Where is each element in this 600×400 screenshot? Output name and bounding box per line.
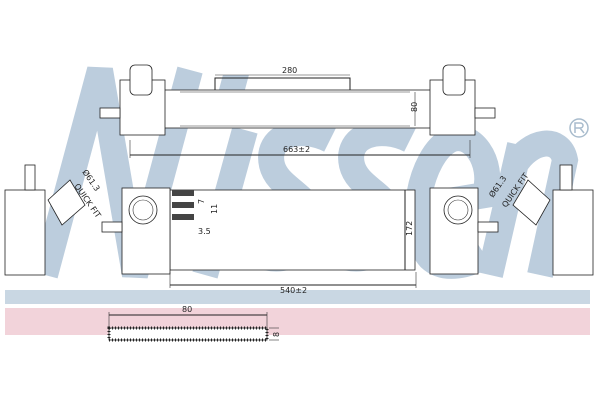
- dim-tube-a: 7: [197, 199, 206, 204]
- right-side-view: [512, 164, 594, 276]
- core-section: [107, 312, 279, 342]
- dim-tube-b: 11: [210, 204, 219, 214]
- dim-core-height: 172: [405, 221, 414, 236]
- dim-fin-pitch: 3.5: [198, 227, 211, 236]
- dim-core-length: 540±2: [280, 286, 307, 295]
- dim-section-width: 80: [182, 305, 192, 314]
- blue-band: [5, 290, 590, 304]
- top-view: [99, 64, 496, 158]
- dim-section-thickness: 8: [272, 332, 281, 337]
- left-side-view: [4, 164, 86, 276]
- registered-mark: [569, 118, 589, 138]
- dim-top-width: 280: [282, 66, 297, 75]
- pink-band: [5, 308, 590, 335]
- dim-top-height: 80: [410, 102, 419, 112]
- front-view: [101, 187, 499, 288]
- dim-overall-length: 663±2: [283, 145, 310, 154]
